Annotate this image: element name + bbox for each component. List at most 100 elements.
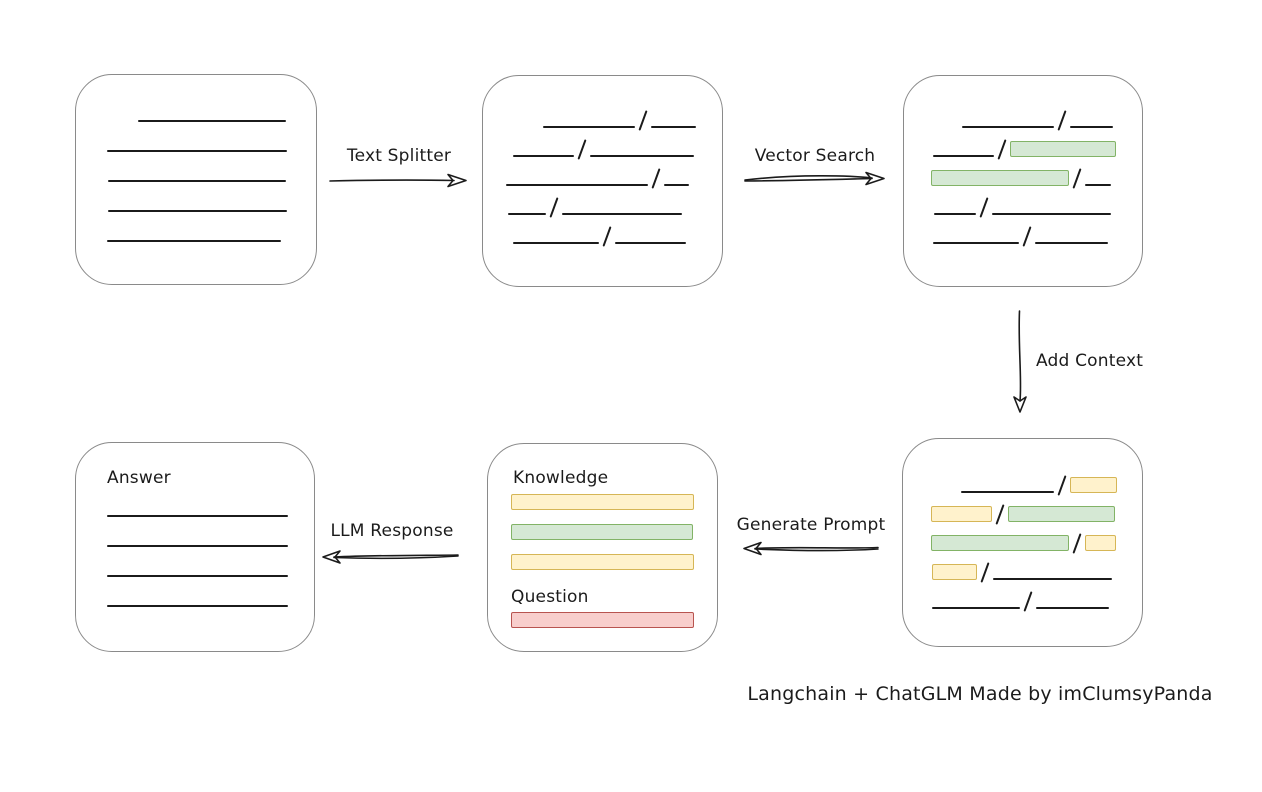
text-line [506,184,648,186]
document-lines [76,75,316,242]
text-line [107,605,288,607]
chunk-row [931,533,1142,554]
yellow-chunk [932,564,977,580]
chunk-row [138,105,316,122]
arrow-vector-search-right [744,171,885,186]
green-chunk [931,170,1069,186]
text-line [933,155,994,157]
text-line [562,213,682,215]
text-line [615,242,686,244]
answer-lines [76,488,314,607]
node-split-chunks [482,75,723,287]
yellow-chunk [511,494,694,510]
chunk-row [962,110,1142,131]
text-line [962,126,1054,128]
node-source-document [75,74,317,285]
chunk-lines [483,76,722,247]
chunk-row [508,197,722,218]
answer-label: Answer [107,468,171,488]
text-line [508,213,546,215]
text-line [108,210,287,212]
chunk-row [961,475,1142,496]
slash-separator [1057,110,1067,131]
text-line [107,150,287,152]
yellow-chunk [1085,535,1116,551]
chunk-row [933,226,1142,247]
retrieved-lines [904,76,1142,247]
red-chunk [511,612,694,628]
label-add-context: Add Context [1036,351,1144,371]
chunk-row [931,168,1142,189]
text-line [1035,242,1108,244]
chunk-row [107,225,316,242]
chunk-row [108,195,316,212]
text-line [590,155,694,157]
chunk-row [543,110,722,131]
arrow-llm-response-left [322,550,459,564]
text-line [932,607,1020,609]
text-line [933,242,1019,244]
chunk-row [107,135,316,152]
text-line [651,126,696,128]
chunk-row [107,560,314,577]
yellow-chunk [1070,477,1117,493]
context-lines [903,439,1142,612]
text-line [108,180,286,182]
yellow-chunk [511,554,694,570]
text-line [138,120,286,122]
green-chunk [1010,141,1116,157]
arrow-add-context-down [1013,310,1027,413]
slash-separator [549,197,559,218]
slash-separator [1057,475,1067,496]
chunk-row [107,500,314,517]
yellow-chunk [931,506,992,522]
chunk-row [513,139,722,160]
knowledge-bars [511,488,717,570]
slash-separator [979,197,989,218]
chunk-row [107,590,314,607]
text-line [1036,607,1109,609]
slash-separator [997,139,1007,160]
text-line [107,545,288,547]
arrow-text-splitter-right [329,173,467,188]
green-chunk [511,524,693,540]
slash-separator [602,226,612,247]
text-line [107,515,288,517]
text-line [664,184,689,186]
chunk-row [932,591,1142,612]
chunk-row [932,562,1142,583]
text-line [1085,184,1111,186]
text-line [992,213,1111,215]
text-line [543,126,635,128]
chunk-row [931,504,1142,525]
chunk-row [107,530,314,547]
label-generate-prompt: Generate Prompt [736,515,886,535]
chunk-row [934,197,1142,218]
chunk-row [506,168,722,189]
slash-separator [1023,591,1033,612]
text-line [1070,126,1113,128]
chunk-row [933,139,1142,160]
label-vector-search: Vector Search [754,146,876,166]
text-line [934,213,976,215]
label-llm-response: LLM Response [330,521,454,541]
node-context-chunks [902,438,1143,647]
arrow-generate-prompt-left [743,541,879,556]
green-chunk [931,535,1069,551]
question-bars [511,607,717,628]
label-text-splitter: Text Splitter [346,146,452,166]
node-answer: Answer [75,442,315,652]
slash-separator [577,139,587,160]
slash-separator [1072,533,1082,554]
text-line [993,578,1112,580]
text-line [513,242,599,244]
text-line [513,155,574,157]
chunk-row [108,165,316,182]
question-label: Question [511,587,589,607]
slash-separator [995,504,1005,525]
slash-separator [1022,226,1032,247]
text-line [107,240,281,242]
text-line [961,491,1054,493]
green-chunk [1008,506,1115,522]
